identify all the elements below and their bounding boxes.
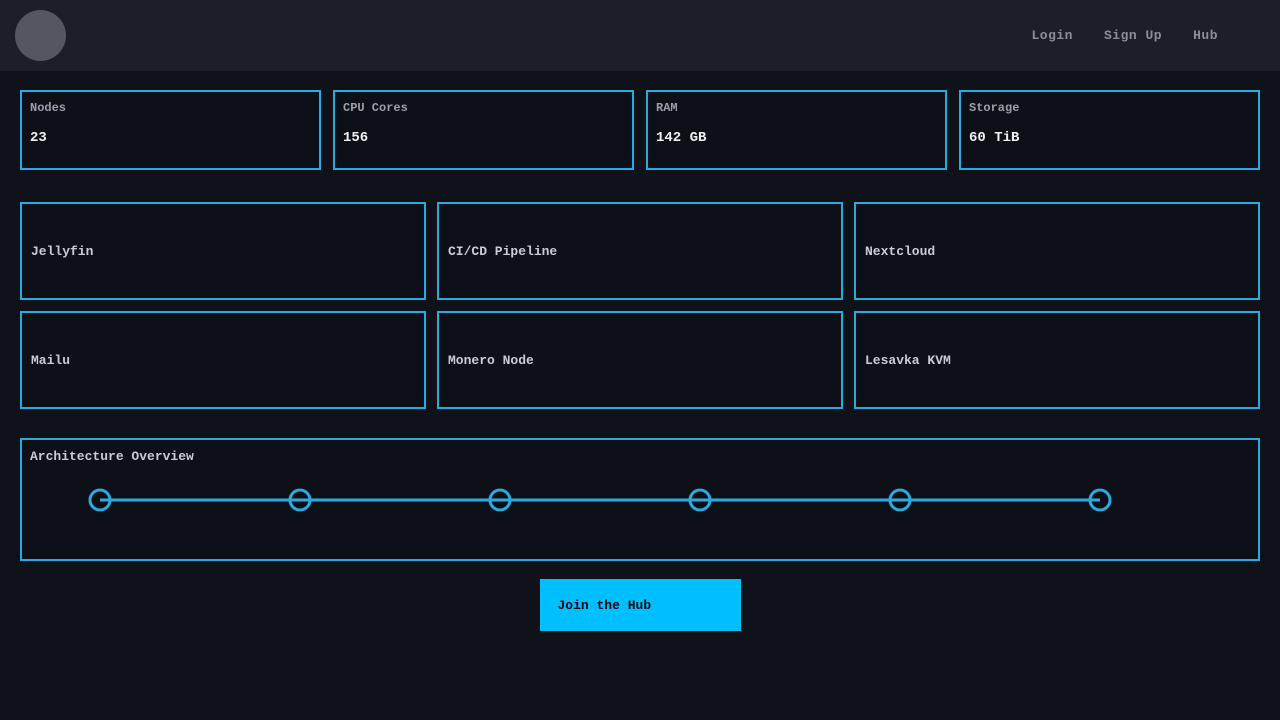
nav-signup[interactable]: Sign Up [1103, 28, 1163, 43]
stat-label: CPU Cores [343, 101, 408, 115]
service-name: Mailu [31, 352, 71, 368]
stat-label: Storage [969, 101, 1020, 115]
stat-value: 142 GB [656, 130, 707, 146]
architecture-node-icon [688, 488, 712, 512]
stat-card-cpu-cores: CPU Cores 156 [333, 90, 634, 170]
architecture-node-icon [88, 488, 112, 512]
service-name: CI/CD Pipeline [448, 243, 558, 259]
architecture-node-diagram [88, 488, 1112, 512]
architecture-overview-title: Architecture Overview [30, 449, 194, 464]
stat-label: RAM [656, 101, 678, 115]
stat-label: Nodes [30, 101, 67, 115]
service-name: Nextcloud [865, 243, 936, 259]
stat-value: 23 [30, 130, 47, 146]
top-navbar: Login Sign Up Hub [0, 0, 1280, 71]
service-card-cicd-pipeline[interactable]: CI/CD Pipeline [437, 202, 843, 300]
architecture-node-icon [888, 488, 912, 512]
service-name: Lesavka KVM [865, 352, 951, 368]
stat-card-ram: RAM 142 GB [646, 90, 947, 170]
service-card-lesavka-kvm[interactable]: Lesavka KVM [854, 311, 1260, 409]
architecture-overview-panel: Architecture Overview [20, 438, 1260, 561]
stat-card-storage: Storage 60 TiB [959, 90, 1260, 170]
nav-hub[interactable]: Hub [1193, 28, 1218, 43]
service-card-monero-node[interactable]: Monero Node [437, 311, 843, 409]
join-hub-button[interactable]: Join the Hub [539, 579, 741, 631]
nav-login[interactable]: Login [1031, 28, 1073, 43]
service-card-nextcloud[interactable]: Nextcloud [854, 202, 1260, 300]
architecture-node-icon [288, 488, 312, 512]
stats-row: Nodes 23 CPU Cores 156 RAM 142 GB Storag… [20, 90, 1260, 170]
logo-avatar[interactable] [15, 10, 66, 61]
stat-value: 60 TiB [969, 130, 1020, 146]
architecture-node-icon [488, 488, 512, 512]
architecture-node-icon [1088, 488, 1112, 512]
nav-links: Login Sign Up Hub [1031, 28, 1280, 43]
cta-container: Join the Hub [0, 579, 1280, 631]
service-name: Jellyfin [31, 243, 94, 259]
join-hub-button-label: Join the Hub [557, 597, 652, 613]
service-name: Monero Node [448, 352, 534, 368]
service-card-mailu[interactable]: Mailu [20, 311, 426, 409]
stat-card-nodes: Nodes 23 [20, 90, 321, 170]
services-grid: Jellyfin CI/CD Pipeline Nextcloud Mailu … [20, 202, 1260, 409]
stat-value: 156 [343, 130, 369, 146]
service-card-jellyfin[interactable]: Jellyfin [20, 202, 426, 300]
